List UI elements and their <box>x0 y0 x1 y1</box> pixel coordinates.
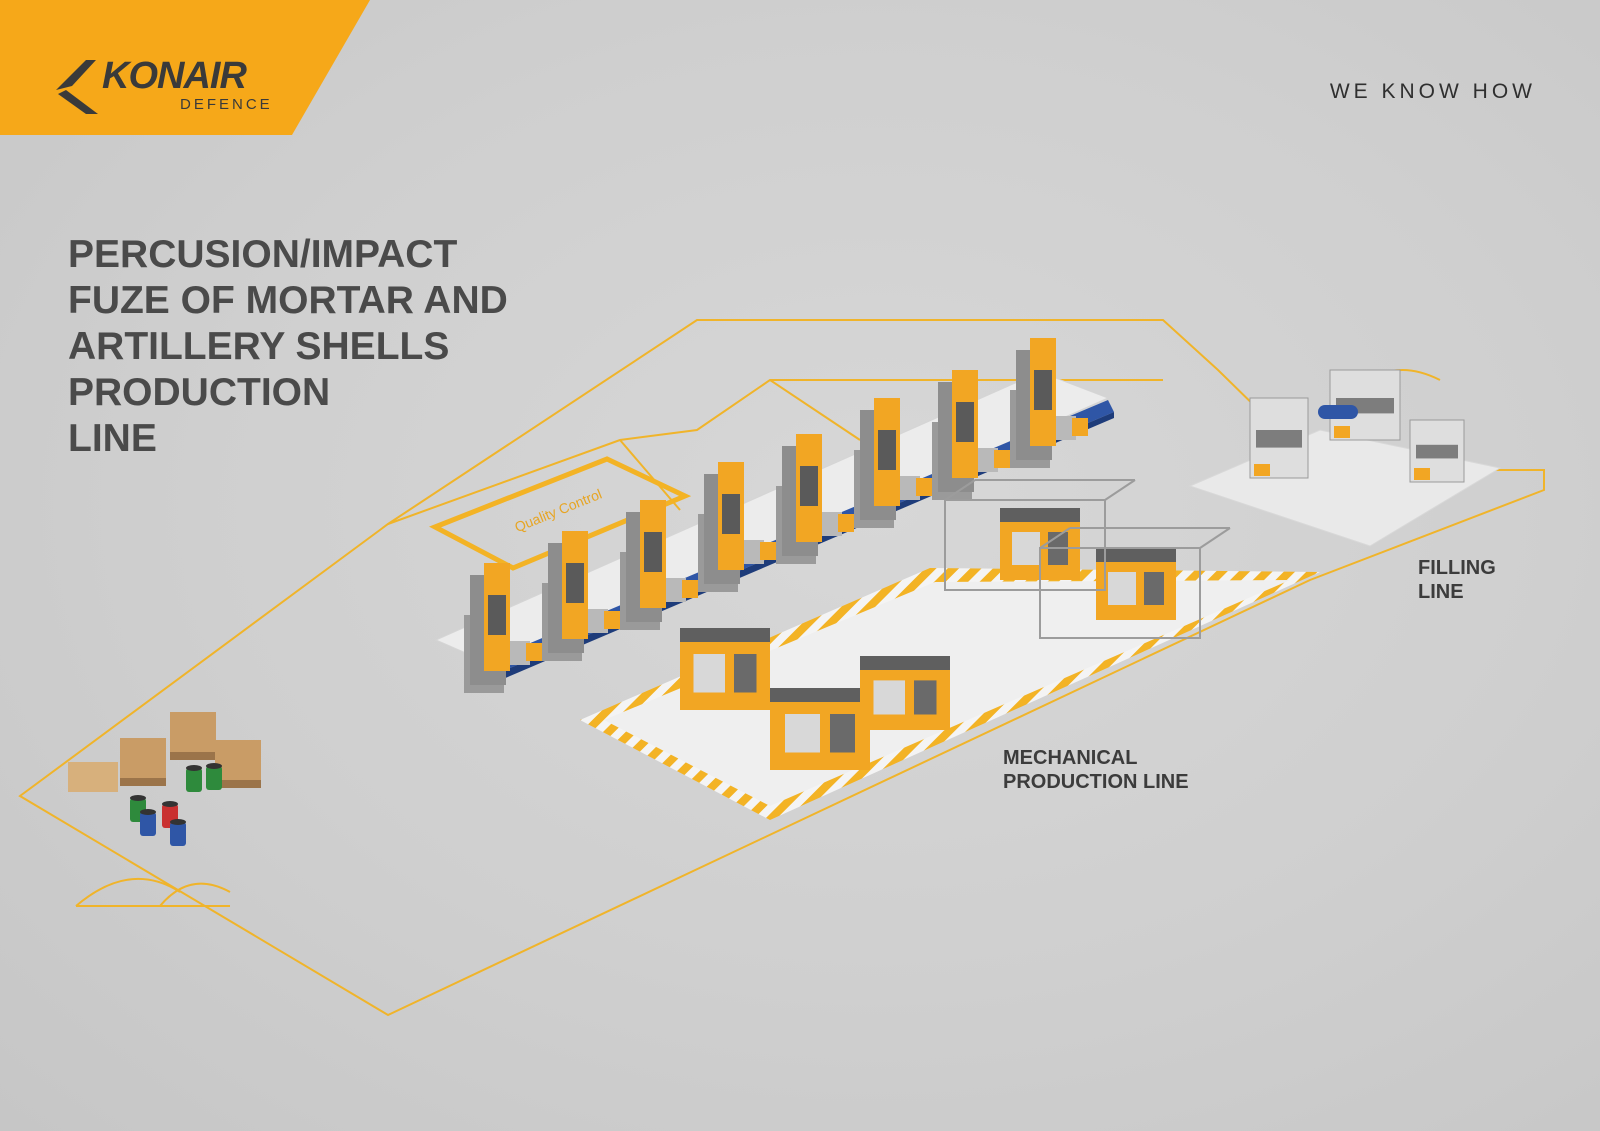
press-machine-icon <box>464 563 542 693</box>
cnc-machine-icon <box>680 628 770 710</box>
press-machine-icon <box>854 398 932 528</box>
press-machine-icon <box>776 434 854 564</box>
mechanical-line-label: MECHANICAL PRODUCTION LINE <box>1003 747 1189 793</box>
tagline: WE KNOW HOW <box>1329 80 1536 103</box>
brand-logo[interactable]: KONAIR DEFENCE <box>52 56 282 118</box>
safety-enclosure <box>1039 527 1231 639</box>
storage-area <box>68 712 261 846</box>
filling-machines <box>1249 369 1465 483</box>
barrel-icon <box>140 809 156 836</box>
brand-name: KONAIR <box>102 55 247 97</box>
brand-subtitle: DEFENCE <box>180 96 273 113</box>
cnc-machine-icon <box>1096 548 1176 620</box>
press-machines <box>464 338 1088 693</box>
empty-pallet-icon <box>68 762 118 792</box>
page-title: PERCUSION/IMPACT FUZE OF MORTAR AND ARTI… <box>68 233 508 460</box>
pallet-icon <box>120 738 166 786</box>
press-machine-icon <box>932 370 1010 500</box>
konair-logo-mark-icon <box>56 60 98 114</box>
barrel-icon <box>186 765 202 792</box>
press-machine-icon <box>1010 338 1088 468</box>
press-machine-icon <box>698 462 776 592</box>
filling-machine-icon <box>1249 397 1309 479</box>
barrel-icon <box>170 819 186 846</box>
press-machine-icon <box>542 531 620 661</box>
filling-line-label: FILLING LINE <box>1418 557 1496 603</box>
press-machine-icon <box>620 500 698 630</box>
filling-blue-part <box>1318 405 1358 419</box>
cnc-machines <box>680 479 1231 770</box>
pallet-icon <box>215 740 261 788</box>
building-outline <box>18 319 1545 1017</box>
cnc-machine-icon <box>860 656 950 730</box>
cnc-machine-icon <box>770 688 870 770</box>
safety-enclosure <box>944 479 1136 591</box>
pallet-icon <box>170 712 216 760</box>
filling-machine-icon <box>1409 419 1465 483</box>
barrel-icon <box>206 763 222 790</box>
